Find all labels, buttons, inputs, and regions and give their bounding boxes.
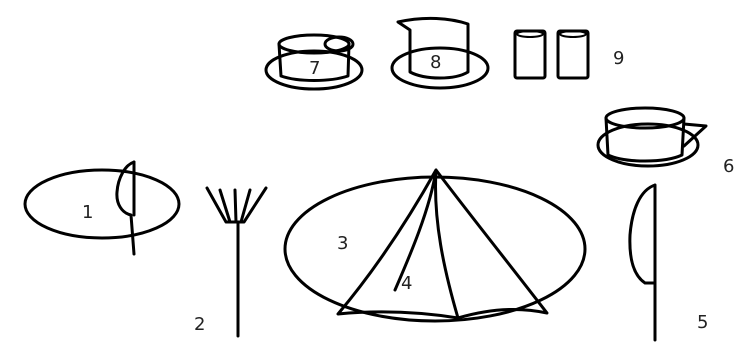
label-sugar-bowl: 7 xyxy=(309,58,320,79)
label-coffee-cup: 6 xyxy=(723,156,734,177)
salt-shaker-top xyxy=(517,31,543,37)
label-dinner-plate: 3 xyxy=(337,233,348,254)
salt-shaker xyxy=(515,31,545,78)
label-knife: 5 xyxy=(697,312,708,333)
butter-knife xyxy=(117,162,134,254)
label-fork: 2 xyxy=(194,314,205,335)
label-napkin: 4 xyxy=(401,273,412,294)
knife xyxy=(630,185,655,340)
fork xyxy=(207,188,266,336)
napkin xyxy=(338,170,547,318)
fork-group: 2 xyxy=(194,188,266,336)
creamer-group: 8 xyxy=(392,18,488,88)
sugar-bowl-group: 7 xyxy=(266,35,362,89)
coffee-cup-handle xyxy=(684,124,706,146)
knife-group: 5 xyxy=(630,185,709,340)
bread-plate-group: 1 xyxy=(25,162,179,254)
label-creamer: 8 xyxy=(430,52,441,73)
dinner-plate-group: 3 4 xyxy=(285,170,585,321)
salt-pepper-group: 9 xyxy=(515,31,624,78)
pepper-shaker xyxy=(558,31,588,78)
bread-plate xyxy=(25,170,179,238)
label-salt-pepper: 9 xyxy=(613,48,624,69)
pepper-shaker-top xyxy=(560,31,586,37)
label-bread-plate: 1 xyxy=(82,202,93,223)
coffee-cup-group: 6 xyxy=(598,108,734,177)
